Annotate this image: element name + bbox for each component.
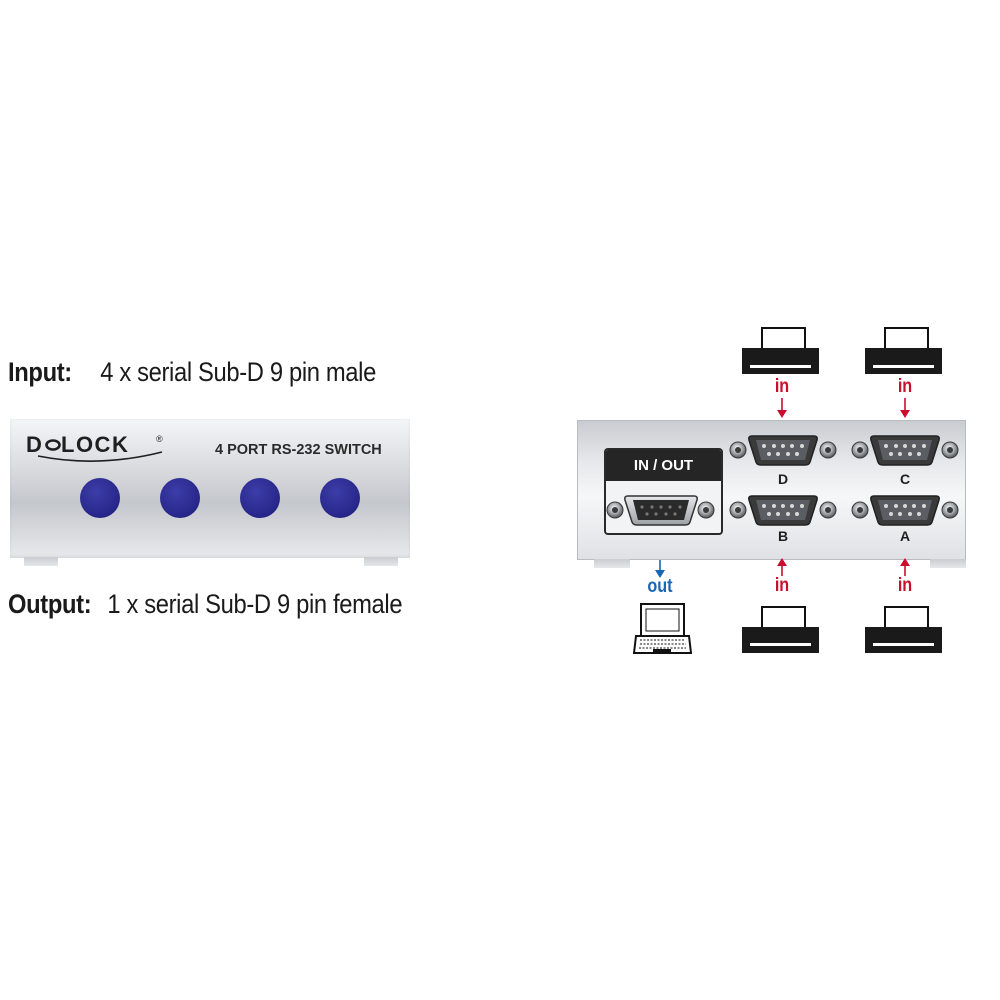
port-label-a: A (899, 528, 911, 544)
in-arrow-icon (900, 398, 910, 418)
in-arrow-icon (777, 398, 787, 418)
io-connector[interactable] (606, 495, 715, 526)
output-value: 1 x serial Sub-D 9 pin female (107, 589, 403, 619)
port-label-c: C (899, 471, 911, 487)
svg-text:®: ® (156, 434, 163, 444)
port-b-connector[interactable] (729, 495, 837, 526)
svg-text:LOCK: LOCK (61, 432, 129, 457)
printer-icon (865, 327, 942, 374)
select-button-2[interactable] (160, 478, 200, 518)
product-name: 4 PORT RS-232 SWITCH (215, 442, 382, 458)
back-foot-right (930, 559, 966, 568)
printer-icon (742, 606, 819, 653)
out-arrow-icon (655, 560, 665, 578)
select-button-3[interactable] (240, 478, 280, 518)
select-button-4[interactable] (320, 478, 360, 518)
in-label: in (897, 575, 913, 596)
in-arrow-icon (900, 558, 910, 576)
back-foot-left (594, 559, 630, 568)
output-label: Output: (8, 589, 92, 619)
port-label-d: D (777, 471, 789, 487)
port-a-connector[interactable] (851, 495, 959, 526)
input-value: 4 x serial Sub-D 9 pin male (100, 357, 376, 387)
input-label: Input: (8, 357, 72, 387)
output-spec: Output: 1 x serial Sub-D 9 pin female (8, 589, 403, 620)
out-label: out (647, 576, 673, 597)
port-d-connector[interactable] (729, 435, 837, 466)
in-label: in (897, 376, 913, 397)
front-foot-left (24, 557, 58, 566)
in-label: in (774, 376, 790, 397)
input-spec: Input: 4 x serial Sub-D 9 pin male (8, 357, 376, 388)
io-label: IN / OUT (606, 450, 721, 481)
laptop-icon (632, 603, 693, 654)
printer-icon (742, 327, 819, 374)
in-label: in (774, 575, 790, 596)
port-c-connector[interactable] (851, 435, 959, 466)
delock-logo: D LOCK ® (26, 432, 163, 462)
front-foot-right (364, 557, 398, 566)
svg-text:D: D (26, 432, 43, 457)
printer-icon (865, 606, 942, 653)
in-arrow-icon (777, 558, 787, 576)
io-port-panel: IN / OUT (604, 448, 723, 535)
select-button-1[interactable] (80, 478, 120, 518)
port-label-b: B (777, 528, 789, 544)
